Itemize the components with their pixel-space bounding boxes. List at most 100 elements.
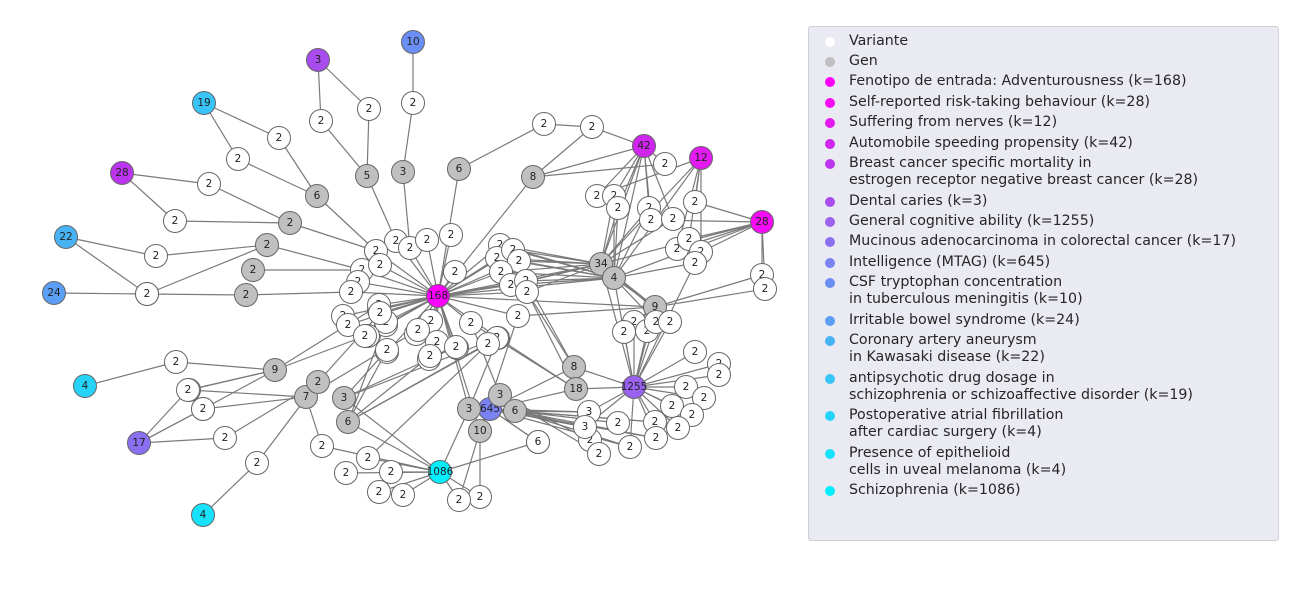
variant-node-circle [476,332,500,356]
variant-node: 2 [444,335,468,359]
node-label: 2 [377,307,384,319]
node-label: 2 [264,239,271,251]
variant-node: 2 [375,338,399,362]
phenotype-node: 1086 [427,460,454,484]
graph-edge [174,220,291,224]
variant-node-circle [580,115,604,139]
graph-edge [367,343,489,459]
variant-node-circle [753,277,777,301]
legend-label: Schizophrenia (k=1086) [849,482,1021,499]
variant-node-circle [226,147,250,171]
variant-node: 2 [415,228,439,252]
legend-item: Breast cancer specific mortality in estr… [821,153,1278,191]
node-label: 2 [653,432,660,444]
node-label: 2 [144,288,151,300]
variant-node: 2 [439,223,463,247]
variant-node: 2 [644,426,668,450]
legend-label: Irritable bowel syndrome (k=24) [849,311,1080,328]
legend-swatch [825,373,835,384]
legend-label: CSF tryptophan concentration in tubercul… [849,274,1083,308]
legend-swatch [825,237,835,248]
node-label: 2 [388,466,395,478]
graph-edge [633,321,671,388]
node-label: 10 [473,425,486,437]
gene-node: 10 [468,419,492,443]
node-label: 2 [686,233,693,245]
phenotype-node: 4 [191,503,215,527]
variant-node: 2 [401,91,425,115]
variant-node-circle [310,434,334,458]
node-label: 2 [669,400,676,412]
variant-node-circle [379,460,403,484]
legend-item: Gen [821,51,1278,71]
node-label: 2 [254,457,261,469]
node-label: 2 [587,434,594,446]
gene-node-circle [241,258,265,282]
node-label: 2 [400,489,407,501]
gene-node: 2 [241,258,265,282]
variant-node: 2 [357,97,381,121]
variant-node: 2 [418,344,442,368]
node-label: 2 [644,325,651,337]
node-label: 2 [497,239,504,251]
node-label: 2 [670,213,677,225]
legend-item: General cognitive ability (k=1255) [821,211,1278,231]
variant-node-circle [573,415,597,439]
variant-node-circle [515,280,539,304]
legend-item: Variante [821,31,1278,51]
gene-node-circle [521,165,545,189]
graph-edge [343,337,498,399]
phenotype-node: 24 [42,281,66,305]
graph-edge [146,293,247,296]
variant-node-circle [661,207,685,231]
node-label: 2 [448,229,455,241]
variant-node: 2 [612,320,636,344]
gene-node: 8 [562,355,586,379]
graph-edge [121,172,210,185]
variant-node: 2 [336,313,360,337]
node-label: 8 [571,361,578,373]
legend-label: Fenotipo de entrada: Adventurousness (k=… [849,73,1187,90]
legend-item: Irritable bowel syndrome (k=24) [821,310,1278,330]
graph-edge [643,145,674,220]
variant-node: 2 [666,416,690,440]
graph-edge [514,410,631,448]
legend-label: Dental caries (k=3) [849,192,988,209]
graph-edge [357,281,439,297]
node-label: 2 [653,316,660,328]
legend-swatch [825,486,835,497]
graph-edge [289,222,377,252]
node-label: 2 [222,432,229,444]
legend-item: Fenotipo de entrada: Adventurousness (k=… [821,72,1278,92]
graph-edge [654,288,766,308]
variant-node-circle [653,152,677,176]
node-label: 2 [276,132,283,144]
node-label: 2 [515,310,522,322]
variant-node: 2 [144,244,168,268]
variant-node-circle [606,411,630,435]
variant-node: 2 [368,253,392,277]
gene-node: 18 [564,377,588,401]
node-label: 34 [594,258,608,270]
graph-edge [138,437,226,444]
node-label: 2 [452,266,459,278]
variant-node: 2 [506,304,530,328]
gene-node-circle [564,377,588,401]
variant-node-circle [391,483,415,507]
node-label: 2 [510,244,517,256]
phenotype-node-circle [192,91,216,115]
phenotype-node-circle [622,375,646,399]
phenotype-node: 28 [750,210,774,234]
variant-node-circle [532,112,556,136]
graph-edge [613,262,696,279]
variant-node: 2 [176,378,200,402]
graph-edge [155,244,268,257]
legend-item: Dental caries (k=3) [821,191,1278,211]
node-label: 6 [345,416,352,428]
legend-label: Gen [849,52,878,69]
gene-node: 2 [278,211,302,235]
graph-edge [347,421,441,473]
legend-label: Breast cancer specific mortality in estr… [849,154,1199,189]
variant-node-circle [367,480,391,504]
node-label: 9 [652,301,659,313]
